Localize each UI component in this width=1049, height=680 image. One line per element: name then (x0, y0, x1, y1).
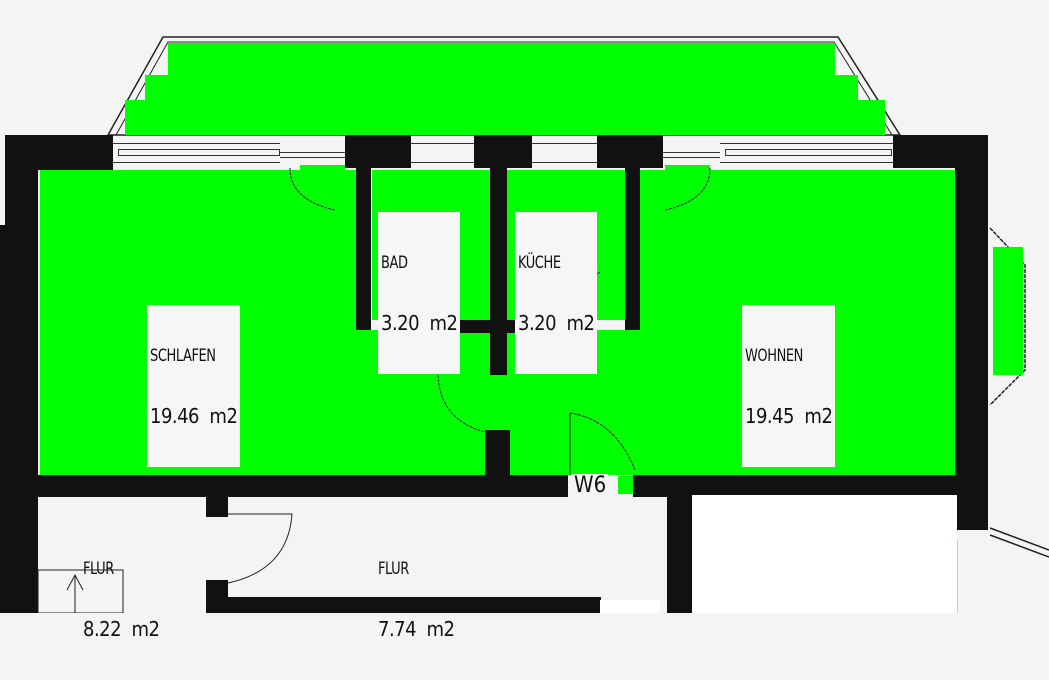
room-name: BAD (381, 253, 408, 273)
window-left (113, 143, 280, 163)
window-right (720, 143, 893, 163)
room-label-kueche: KÜCHE 3.20 m2 (515, 212, 598, 374)
floor-plan: SCHLAFEN 19.46 m2 BAD 3.20 m2 KÜCHE 3.20… (0, 36, 1049, 639)
room-label-schlafen: SCHLAFEN 19.46 m2 (147, 305, 241, 467)
room-area: 8.22 m2 (83, 617, 160, 641)
room-name: WOHNEN (745, 346, 803, 366)
room-area: 19.45 m2 (745, 404, 833, 428)
unit-label: W6 (572, 473, 609, 498)
room-name: SCHLAFEN (150, 346, 216, 366)
room-area: 7.74 m2 (378, 617, 455, 641)
room-label-bad: BAD 3.20 m2 (378, 212, 461, 374)
wall-middle-horizontal (0, 475, 568, 497)
window-kueche (532, 143, 597, 163)
window-bad (411, 143, 474, 163)
wall-right (955, 135, 988, 530)
wall-kueche-right (625, 165, 640, 330)
room-label-flur-center: FLUR 7.74 m2 (375, 518, 457, 680)
room-area: 3.20 m2 (381, 311, 458, 335)
room-label-flur-left: FLUR 8.22 m2 (80, 518, 162, 680)
room-name: FLUR (378, 559, 409, 579)
room-name: KÜCHE (518, 253, 561, 273)
wall-bad-left (356, 165, 371, 330)
bay-window-area (993, 247, 1023, 375)
balcony-area (168, 43, 835, 135)
room-label-wohnen: WOHNEN 19.45 m2 (742, 305, 836, 467)
blank-area (692, 495, 957, 613)
room-area: 3.20 m2 (518, 311, 595, 335)
room-area: 19.46 m2 (150, 404, 238, 428)
room-name: FLUR (83, 559, 114, 579)
